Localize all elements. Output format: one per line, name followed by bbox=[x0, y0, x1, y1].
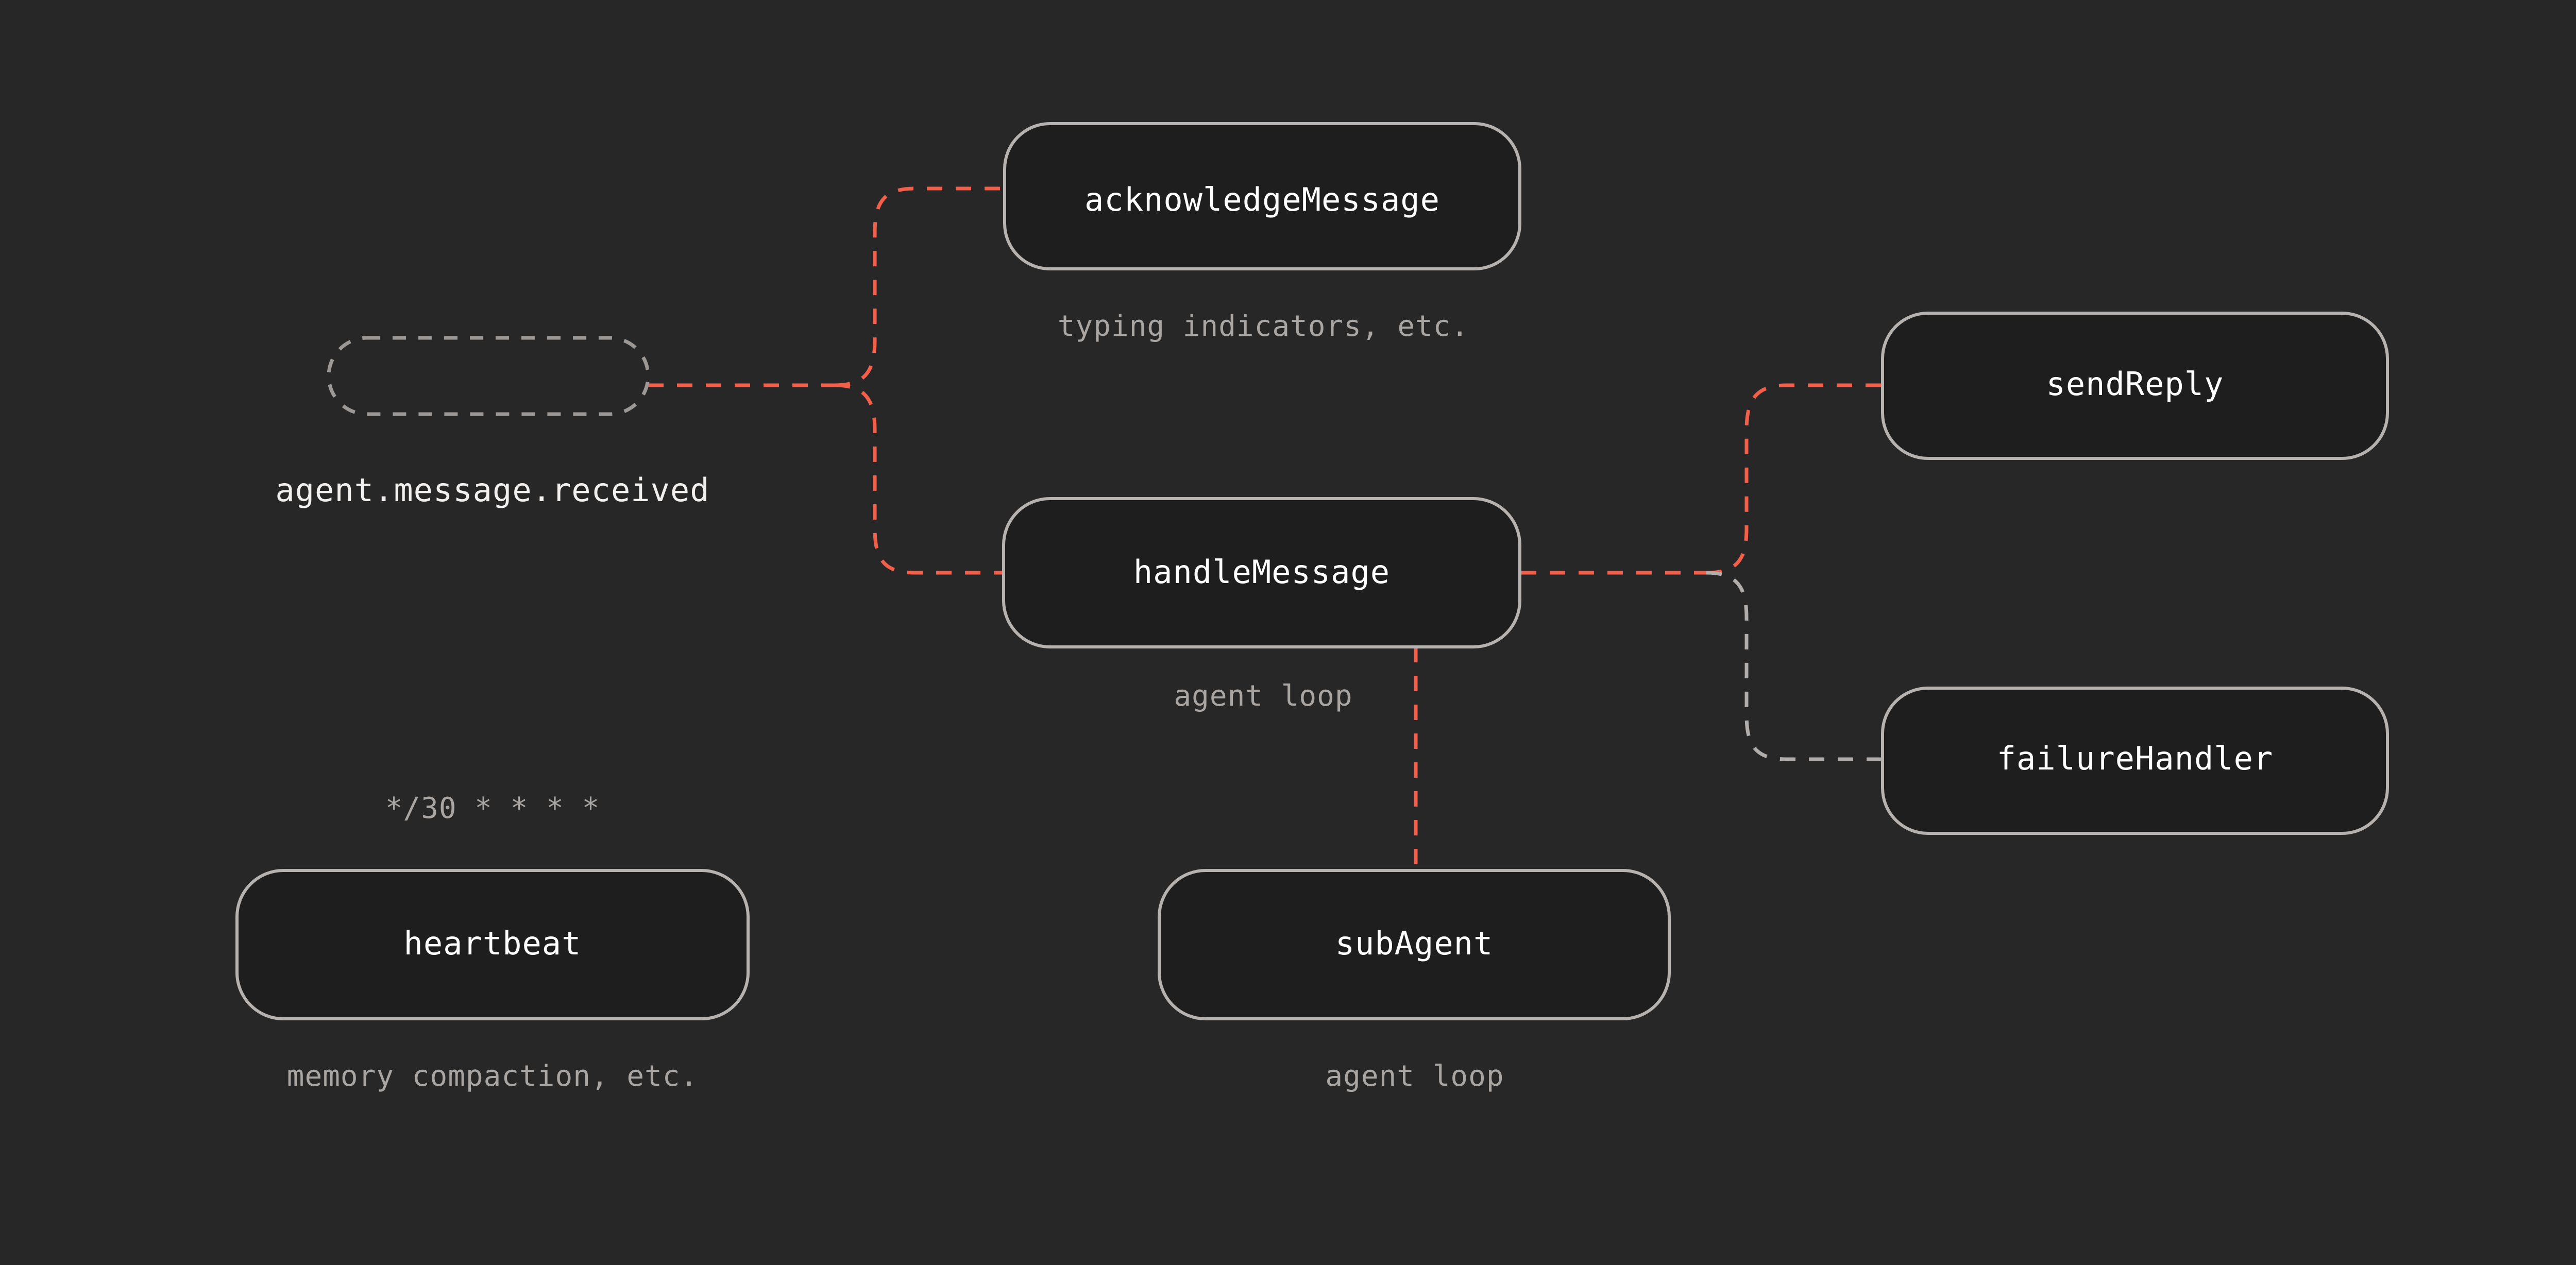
node-sub-agent[interactable]: subAgent bbox=[1158, 869, 1671, 1020]
heartbeat-cron-label: */30 * * * * bbox=[385, 792, 600, 825]
trigger-caption: agent.message.received bbox=[275, 471, 709, 509]
handle-message-shape bbox=[1002, 497, 1521, 648]
edge-trigger-to-acknowledgemessage bbox=[834, 186, 1004, 387]
edge-handlemessage-to-sendreply bbox=[1706, 383, 1882, 575]
sub-agent-shape bbox=[1158, 869, 1671, 1020]
handle-message-label: handleMessage bbox=[1133, 553, 1390, 591]
edge-trigger-to-handlemessage bbox=[834, 383, 1004, 575]
sub-agent-label: subAgent bbox=[1335, 925, 1494, 962]
heartbeat-shape bbox=[235, 869, 750, 1020]
acknowledge-message-label: acknowledgeMessage bbox=[1084, 181, 1440, 218]
send-reply-label: sendReply bbox=[2046, 365, 2224, 403]
node-heartbeat[interactable]: heartbeat bbox=[235, 869, 750, 1020]
node-handle-message[interactable]: handleMessage bbox=[1002, 497, 1521, 648]
send-reply-shape bbox=[1881, 312, 2389, 460]
heartbeat-label: heartbeat bbox=[404, 925, 582, 962]
handle-message-caption: agent loop bbox=[1174, 679, 1352, 713]
acknowledge-message-caption: typing indicators, etc. bbox=[1058, 310, 1469, 343]
failure-handler-shape bbox=[1881, 687, 2389, 835]
node-trigger[interactable] bbox=[327, 336, 650, 416]
node-acknowledge-message[interactable]: acknowledgeMessage bbox=[1003, 122, 1521, 270]
node-send-reply[interactable]: sendReply bbox=[1881, 312, 2389, 460]
heartbeat-caption: memory compaction, etc. bbox=[287, 1059, 698, 1093]
node-failure-handler[interactable]: failureHandler bbox=[1881, 687, 2389, 835]
sub-agent-caption: agent loop bbox=[1325, 1059, 1504, 1093]
failure-handler-label: failureHandler bbox=[1997, 740, 2274, 777]
trigger-node-shape bbox=[327, 336, 650, 416]
edge-handlemessage-to-failurehandler bbox=[1706, 571, 1882, 761]
acknowledge-message-shape bbox=[1003, 122, 1521, 270]
